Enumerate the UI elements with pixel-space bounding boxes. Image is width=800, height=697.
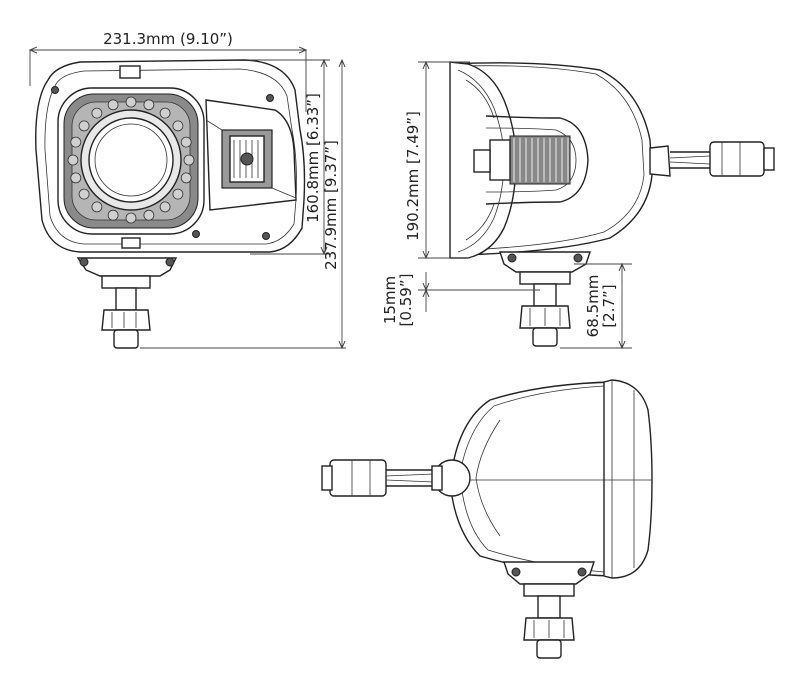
mount-mm-label: 68.5mm [584, 275, 602, 338]
led-dot [78, 188, 90, 200]
side-view [449, 61, 775, 347]
side-dimensions: 190.2mm [7.49”] 15mm [0.59”] 68.5mm [2.7… [381, 62, 632, 348]
offset-in-label: [0.59”] [397, 274, 415, 327]
fin-lines [513, 138, 569, 182]
depth-body-label: 190.2mm [7.49”] [404, 111, 422, 241]
height-total-label: 237.9mm [9.37”] [322, 140, 340, 270]
led-dot [143, 209, 155, 221]
led-dots [67, 96, 195, 224]
heatsink-fins [509, 135, 571, 185]
led-dot [107, 209, 119, 221]
led-dot [180, 172, 192, 184]
led-dot [183, 154, 195, 166]
led-dot [70, 136, 82, 148]
height-body-label: 160.8mm [6.33”] [304, 93, 322, 223]
led-dot [91, 107, 103, 119]
front-dimensions: 231.3mm (9.10”) 160.8mm [6.33”] 237.9mm … [30, 30, 346, 348]
top-connector [329, 459, 387, 497]
mount-in-label: [2.7”] [600, 284, 618, 327]
width-label: 231.3mm (9.10”) [103, 30, 233, 48]
side-connector [709, 141, 765, 177]
front-view [35, 59, 306, 349]
led-dot [67, 154, 79, 166]
led-dot [172, 120, 184, 132]
led-dot [125, 212, 137, 224]
offset-mm-label: 15mm [381, 276, 399, 324]
top-view [321, 379, 653, 659]
led-dot [125, 96, 137, 108]
led-dot [143, 99, 155, 111]
led-dot [159, 107, 171, 119]
led-dot [172, 188, 184, 200]
led-dot [78, 120, 90, 132]
led-dot [180, 136, 192, 148]
led-dot [91, 201, 103, 213]
led-dot [70, 172, 82, 184]
led-dot [107, 99, 119, 111]
led-dot [159, 201, 171, 213]
